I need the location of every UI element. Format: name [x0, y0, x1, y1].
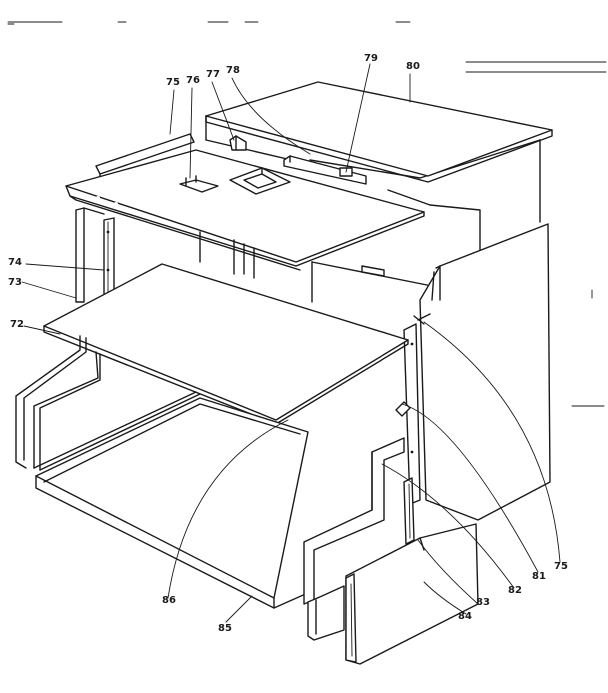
upper-tray: [65, 149, 425, 271]
callout-label-75-top: 75: [166, 77, 180, 88]
callout-label-75-right: 75: [554, 561, 568, 572]
callout-label-78: 78: [226, 65, 240, 76]
back-wall: [199, 231, 433, 303]
callout-label-74: 74: [8, 257, 22, 268]
shelf-72: [43, 263, 409, 425]
top-panel-80: [205, 81, 553, 183]
callout-label-83: 83: [476, 597, 490, 608]
callout-label-85: 85: [218, 623, 232, 634]
left-frame-rails: [15, 335, 201, 471]
callout-label-77: 77: [206, 69, 220, 80]
callout-label-82: 82: [508, 585, 522, 596]
right-side-panel: [395, 223, 551, 521]
callout-label-79: 79: [364, 53, 378, 64]
bracket-77: [229, 135, 247, 151]
base-frame-85: [35, 397, 311, 609]
callout-label-81: 81: [532, 571, 546, 582]
front-frame-82-83: [303, 437, 415, 641]
left-posts-73-74: [75, 207, 115, 303]
rear-rail-79: [283, 155, 367, 185]
callout-label-72: 72: [10, 319, 24, 330]
callout-label-84: 84: [458, 611, 472, 622]
callout-label-76: 76: [186, 75, 200, 86]
front-panel-84: [345, 523, 479, 665]
leader-lines: [21, 63, 561, 623]
callout-label-73: 73: [8, 277, 22, 288]
callout-label-80: 80: [406, 61, 420, 72]
callout-label-86: 86: [162, 595, 176, 606]
scan-marks: [7, 21, 607, 407]
